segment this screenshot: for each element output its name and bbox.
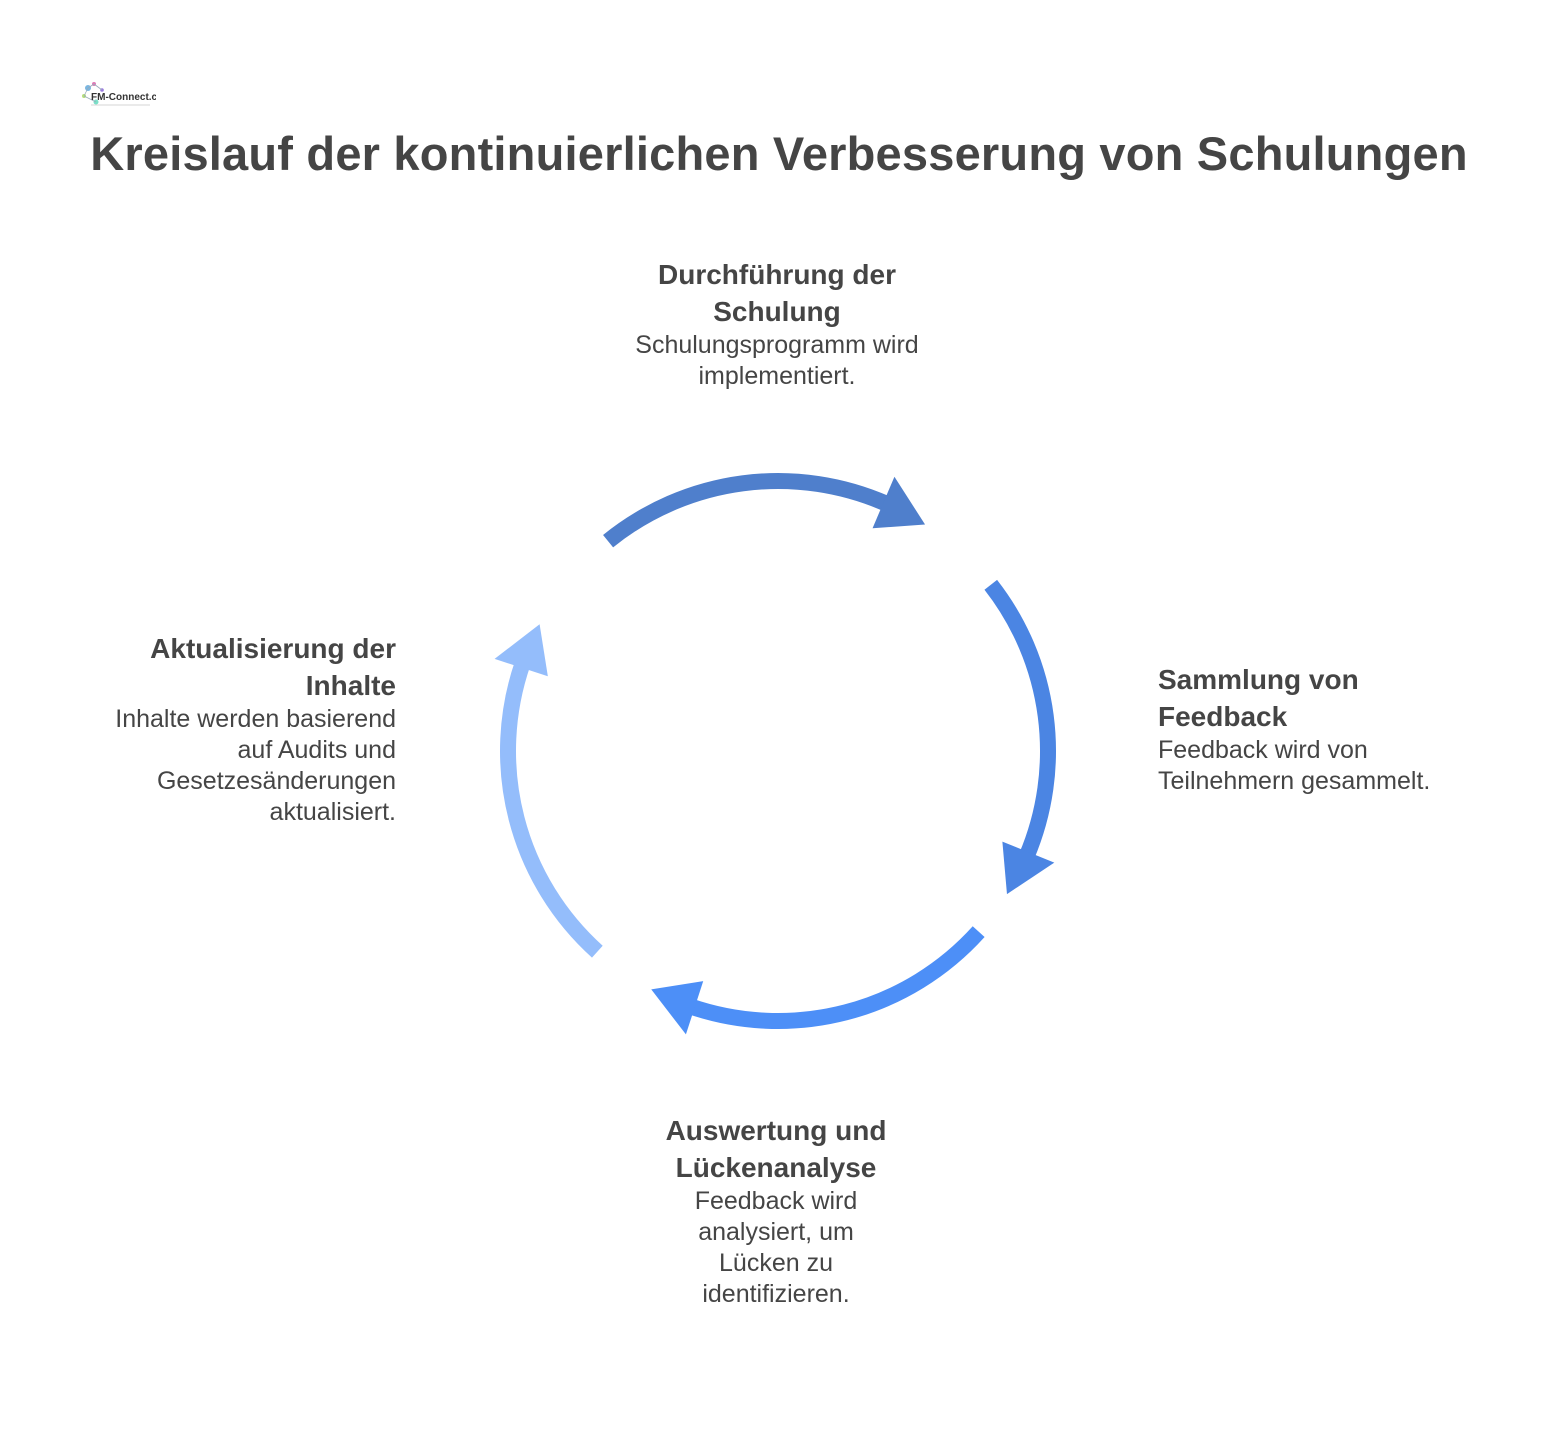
cycle-arcs [494, 473, 1056, 1035]
arc-left [500, 660, 603, 958]
step-description: Feedback wird analysiert, um Lücken zu i… [694, 1187, 858, 1308]
step-title: Durchführung der Schulung [658, 259, 896, 327]
page-title: Kreislauf der kontinuierlichen Verbesser… [90, 127, 1468, 180]
step-title: Auswertung und Lückenanalyse [665, 1115, 887, 1183]
step-description: Feedback wird von Teilnehmern gesammelt. [1158, 736, 1431, 795]
fm-connect-logo: FM-Connect.com [82, 82, 156, 106]
step-description: Inhalte werden basierend auf Audits und … [115, 705, 396, 826]
arc-left-arrowhead-icon [494, 624, 548, 677]
arc-top-arrowhead-icon [872, 476, 926, 529]
logo-mark-icon [82, 82, 104, 105]
step-aktualisierung: Aktualisierung der Inhalte Inhalte werde… [96, 630, 396, 828]
arc-right [984, 579, 1056, 860]
arc-top [603, 473, 892, 548]
step-durchfuehrung: Durchführung der Schulung Schulungsprogr… [612, 256, 942, 392]
step-title: Sammlung von Feedback [1158, 664, 1359, 732]
step-title: Aktualisierung der Inhalte [150, 633, 396, 701]
step-auswertung: Auswertung und Lückenanalyse Feedback wi… [618, 1112, 934, 1310]
step-feedback-sammlung: Sammlung von Feedback Feedback wird von … [1158, 661, 1458, 797]
logo-text: FM-Connect.com [91, 92, 156, 103]
arc-right-arrowhead-icon [1002, 841, 1055, 895]
arc-bottom-arrowhead-icon [651, 981, 704, 1035]
step-description: Schulungsprogramm wird implementiert. [635, 331, 919, 390]
arc-bottom [687, 926, 985, 1029]
